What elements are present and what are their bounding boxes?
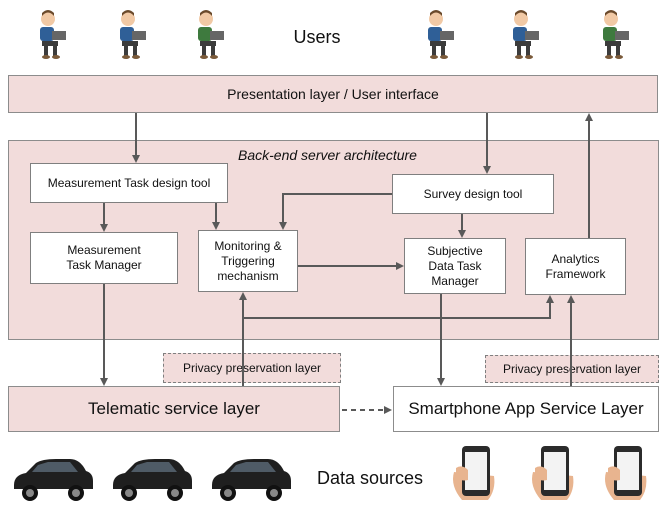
users-label: Users xyxy=(293,26,341,47)
user-icon xyxy=(603,10,629,59)
data-sources-label: Data sources xyxy=(316,467,424,488)
measurement-task-manager: Measurement Task Manager xyxy=(30,232,178,284)
monitoring-triggering-mechanism: Monitoring & Triggering mechanism xyxy=(198,230,298,292)
smartphone-icon xyxy=(605,446,647,500)
user-icon xyxy=(513,10,539,59)
analytics-framework: Analytics Framework xyxy=(525,238,626,295)
users-row: Users xyxy=(0,0,659,72)
user-icon xyxy=(198,10,224,59)
subjective-data-task-manager: Subjective Data Task Manager xyxy=(404,238,506,294)
car-icon xyxy=(113,459,192,501)
car-icon xyxy=(14,459,93,501)
backend-title: Back-end server architecture xyxy=(238,147,417,163)
car-icon xyxy=(212,459,291,501)
presentation-layer: Presentation layer / User interface xyxy=(8,75,658,113)
user-icon xyxy=(40,10,66,59)
user-icon xyxy=(120,10,146,59)
survey-design-tool: Survey design tool xyxy=(392,174,554,214)
telematic-service-layer: Telematic service layer xyxy=(8,386,340,432)
privacy-preservation-layer-right: Privacy preservation layer xyxy=(485,355,659,383)
smartphone-icon xyxy=(453,446,495,500)
user-icon xyxy=(428,10,454,59)
smartphone-icon xyxy=(532,446,574,500)
measurement-task-design-tool: Measurement Task design tool xyxy=(30,163,228,203)
smartphone-app-service-layer: Smartphone App Service Layer xyxy=(393,386,659,432)
privacy-preservation-layer-left: Privacy preservation layer xyxy=(163,353,341,383)
